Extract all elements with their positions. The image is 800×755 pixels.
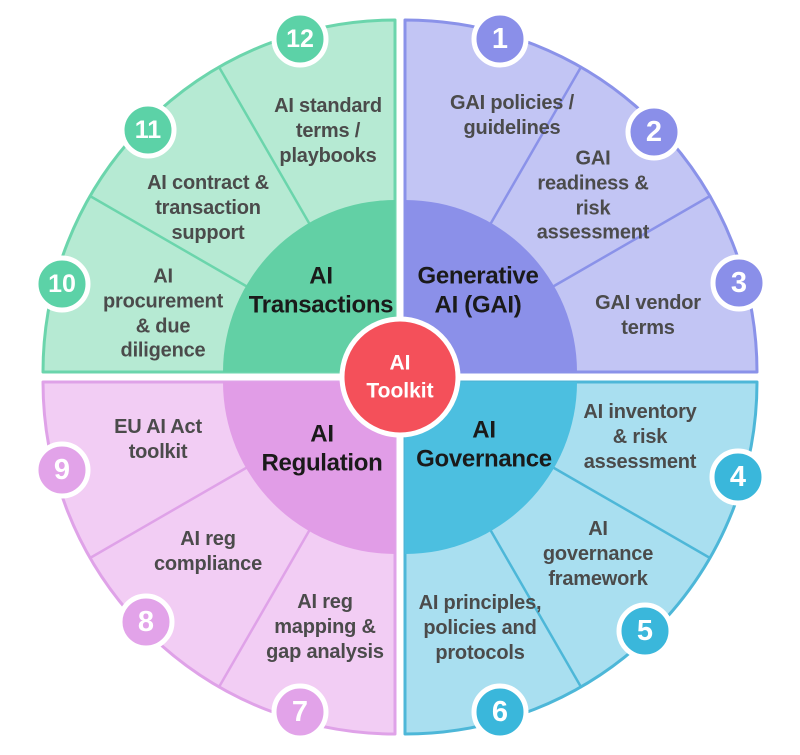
badge-circle-2	[625, 103, 683, 161]
badge-number-5: 5	[637, 615, 653, 647]
badge-number-6: 6	[492, 696, 508, 728]
badge-number-3: 3	[731, 267, 747, 299]
segment-label-10: AI procurement & due diligence	[102, 265, 224, 362]
quadrant-ai-governance: 4 5 6	[403, 380, 767, 741]
segment-label-2: GAI readiness & risk assessment	[536, 147, 650, 244]
badge-circle-4	[709, 448, 767, 506]
quadrant-hub-ai-transactions	[223, 200, 395, 372]
badge-1: 1	[471, 10, 529, 68]
center-title: AI Toolkit	[366, 351, 434, 402]
badge-8: 8	[117, 593, 175, 651]
badge-2: 2	[625, 103, 683, 161]
quadrant-hub-ai-governance	[405, 382, 577, 554]
badge-number-9: 9	[54, 454, 70, 486]
badge-circle-11	[119, 101, 177, 159]
segment-divider	[88, 194, 248, 288]
segment-divider	[489, 65, 583, 225]
badge-6: 6	[471, 683, 529, 741]
badge-5: 5	[616, 602, 674, 660]
segment-label-7: AI reg mapping & gap analysis	[266, 590, 384, 663]
quadrant-label-ai-transactions: AI Transactions	[248, 262, 394, 319]
badge-9: 9	[33, 441, 91, 499]
badge-10: 10	[33, 255, 91, 313]
segment-label-12: AI standard terms / playbooks	[274, 94, 382, 167]
segment-divider	[217, 65, 311, 225]
segment-label-4: AI inventory & risk assessment	[583, 400, 697, 473]
center-circle	[339, 316, 461, 438]
badge-circle-12	[271, 10, 329, 68]
segment-divider	[88, 466, 248, 560]
badge-4: 4	[709, 448, 767, 506]
segment-label-5: AI governance framework	[542, 517, 654, 590]
badge-12: 12	[271, 10, 329, 68]
badge-7: 7	[271, 683, 329, 741]
badge-circle-8	[117, 593, 175, 651]
badge-circle-10	[33, 255, 91, 313]
segment-label-3: GAI vendor terms	[595, 292, 701, 339]
badge-circle-6	[471, 683, 529, 741]
badge-number-11: 11	[135, 116, 162, 144]
segment-label-1: GAI policies / guidelines	[450, 92, 574, 139]
quadrant-ai-transactions: 10 11 12	[33, 10, 397, 374]
quadrant-label-ai-regulation: AI Regulation	[261, 420, 383, 477]
badge-circle-5	[616, 602, 674, 660]
badge-number-12: 12	[286, 25, 314, 53]
segment-divider	[489, 529, 583, 689]
badge-circle-1	[471, 10, 529, 68]
quadrant-generative-ai: 1 2 3	[403, 10, 768, 374]
badge-number-7: 7	[292, 696, 308, 728]
badge-circle-9	[33, 441, 91, 499]
badge-circle-3	[710, 254, 768, 312]
badge-11: 11	[119, 101, 177, 159]
badge-3: 3	[710, 254, 768, 312]
segment-label-6: AI principles, policies and protocols	[418, 591, 542, 664]
quadrant-hub-ai-regulation	[223, 382, 395, 554]
quadrant-label-generative-ai: Generative AI (GAI)	[417, 262, 539, 319]
badge-circle-7	[271, 683, 329, 741]
badge-number-1: 1	[492, 23, 508, 55]
segment-divider	[552, 466, 712, 560]
badge-number-4: 4	[730, 461, 746, 493]
segment-divider	[217, 529, 311, 689]
segment-label-11: AI contract & transaction support	[147, 171, 269, 244]
segment-label-8: AI reg compliance	[153, 528, 263, 575]
badge-number-2: 2	[646, 116, 662, 148]
segment-divider	[552, 194, 712, 288]
badge-number-8: 8	[138, 606, 154, 638]
badge-number-10: 10	[48, 270, 76, 298]
quadrant-ai-regulation: 7 8 9	[33, 380, 397, 741]
quadrant-hub-generative-ai	[405, 200, 577, 372]
quadrant-label-ai-governance: AI Governance	[416, 416, 552, 473]
segment-label-9: EU AI Act toolkit	[114, 416, 202, 463]
